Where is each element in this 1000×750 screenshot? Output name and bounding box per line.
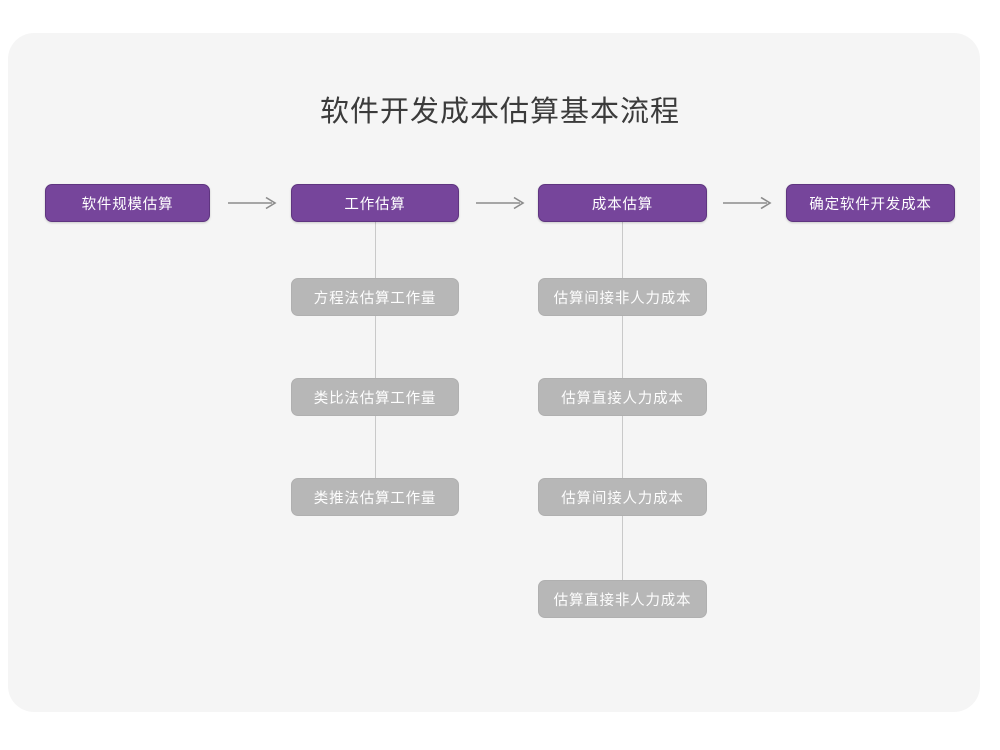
substep-cost-direct-nonlabor[interactable]: 估算直接非人力成本 bbox=[538, 580, 707, 618]
step-label: 成本估算 bbox=[591, 196, 654, 213]
step-label: 确定软件开发成本 bbox=[809, 196, 932, 213]
connector-work-1 bbox=[375, 216, 376, 278]
substep-cost-indirect-nonlabor[interactable]: 估算间接非人力成本 bbox=[538, 278, 707, 316]
connector-work-2 bbox=[375, 316, 376, 378]
substep-work-equation-method[interactable]: 方程法估算工作量 bbox=[291, 278, 459, 316]
step-work-estimation[interactable]: 工作估算 bbox=[291, 184, 459, 222]
substep-label: 估算间接非人力成本 bbox=[553, 290, 692, 307]
substep-work-analogy-method[interactable]: 类比法估算工作量 bbox=[291, 378, 459, 416]
substep-label: 估算直接非人力成本 bbox=[553, 592, 692, 609]
step-label: 工作估算 bbox=[344, 196, 406, 213]
step-label: 软件规模估算 bbox=[81, 196, 174, 213]
substep-label: 类比法估算工作量 bbox=[313, 390, 437, 407]
arrow-2-icon bbox=[476, 196, 528, 210]
connector-cost-3 bbox=[622, 416, 623, 478]
substep-label: 估算直接人力成本 bbox=[561, 390, 684, 407]
step-cost-estimation[interactable]: 成本估算 bbox=[538, 184, 707, 222]
substep-cost-direct-labor[interactable]: 估算直接人力成本 bbox=[538, 378, 707, 416]
connector-cost-4 bbox=[622, 516, 623, 580]
connector-cost-2 bbox=[622, 316, 623, 378]
substep-label: 类推法估算工作量 bbox=[313, 490, 437, 507]
arrow-3-icon bbox=[723, 196, 775, 210]
connector-work-3 bbox=[375, 416, 376, 478]
step-software-scale-estimation[interactable]: 软件规模估算 bbox=[45, 184, 210, 222]
step-determine-development-cost[interactable]: 确定软件开发成本 bbox=[786, 184, 955, 222]
substep-label: 估算间接人力成本 bbox=[561, 490, 684, 507]
substep-label: 方程法估算工作量 bbox=[313, 290, 437, 307]
arrow-1-icon bbox=[228, 196, 280, 210]
diagram-card-background bbox=[8, 33, 980, 712]
diagram-title: 软件开发成本估算基本流程 bbox=[319, 96, 680, 128]
substep-work-inference-method[interactable]: 类推法估算工作量 bbox=[291, 478, 459, 516]
connector-cost-1 bbox=[622, 216, 623, 278]
substep-cost-indirect-labor[interactable]: 估算间接人力成本 bbox=[538, 478, 707, 516]
